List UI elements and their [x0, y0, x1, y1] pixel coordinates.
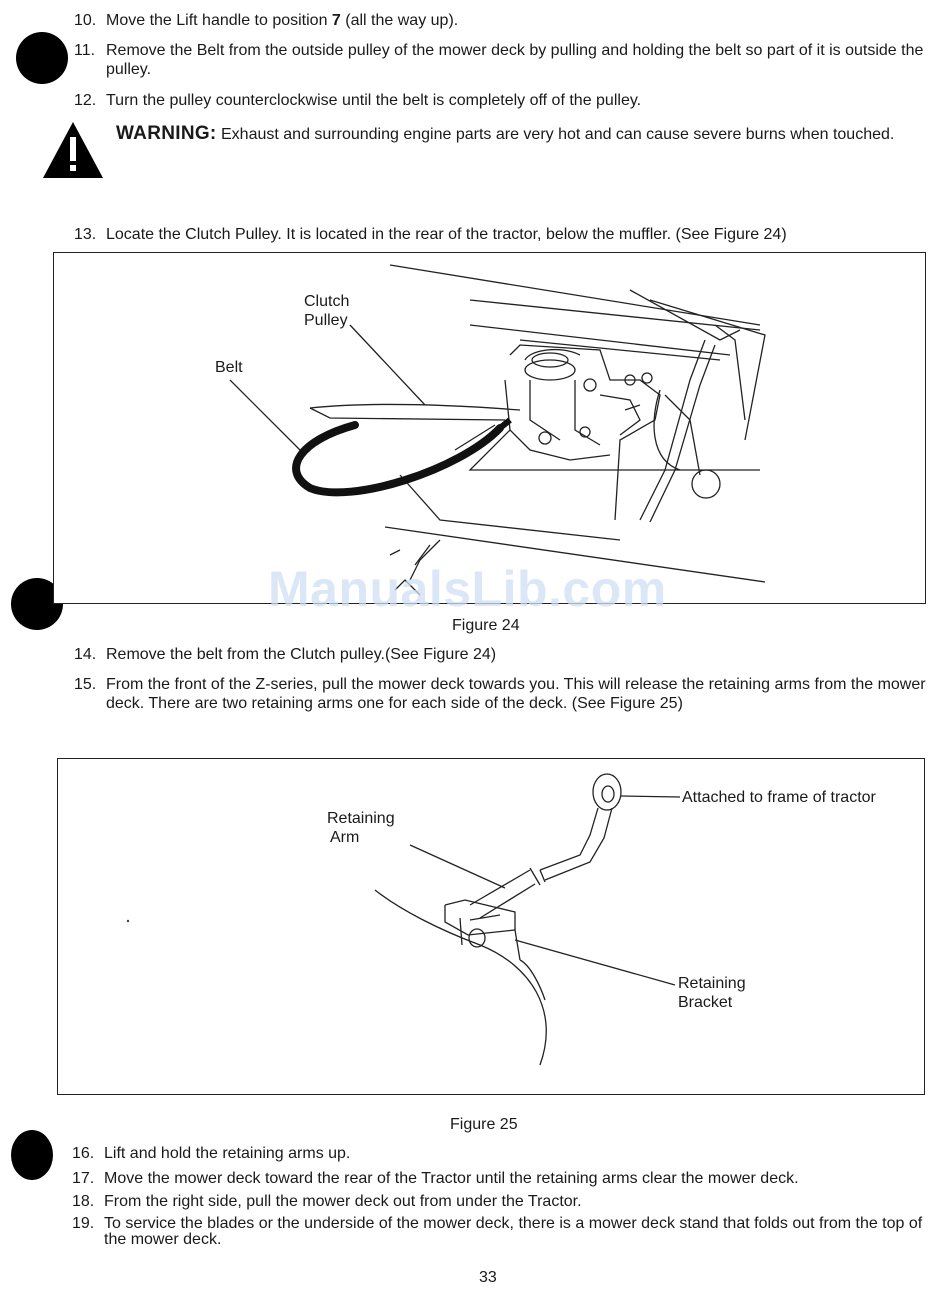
label-text: Arm	[330, 829, 360, 846]
warning-text: Exhaust and surrounding engine parts are…	[216, 126, 895, 143]
label-text: Retaining	[678, 975, 746, 992]
step-text: Remove the Belt from the outside pulley …	[106, 42, 924, 78]
step-number: 17.	[72, 1170, 95, 1187]
label-text: Pulley	[304, 312, 348, 329]
step-text: Move the mower deck toward the rear of t…	[104, 1170, 799, 1187]
step-number: 10.	[74, 12, 97, 29]
step-12: 12. Turn the pulley counterclockwise unt…	[74, 91, 940, 110]
figure-25-frame	[57, 758, 925, 1095]
label-clutch-pulley: Clutch Pulley	[304, 292, 349, 330]
step-14: 14. Remove the belt from the Clutch pull…	[74, 645, 940, 664]
step-text: From the right side, pull the mower deck…	[104, 1193, 582, 1210]
step-text: (all the way up).	[340, 12, 459, 29]
label-retaining-bracket: Retaining Bracket	[678, 974, 746, 1012]
step-16: 16. Lift and hold the retaining arms up.	[72, 1144, 938, 1163]
step-text: Remove the belt from the Clutch pulley.(…	[106, 646, 497, 663]
step-text: To service the blades or the underside o…	[104, 1215, 923, 1248]
bullet-dot-icon	[11, 1130, 53, 1180]
step-number: 14.	[74, 646, 97, 663]
page-number: 33	[479, 1269, 497, 1286]
figure-25-caption: Figure 25	[450, 1116, 518, 1133]
warning-title: WARNING:	[116, 123, 217, 144]
bullet-dot-icon	[16, 32, 68, 84]
step-number: 18.	[72, 1193, 95, 1210]
step-13: 13. Locate the Clutch Pulley. It is loca…	[74, 225, 940, 244]
step-11: 11. Remove the Belt from the outside pul…	[74, 41, 940, 79]
label-text: Retaining	[327, 810, 395, 827]
label-belt: Belt	[215, 359, 243, 376]
figure-24-caption: Figure 24	[452, 617, 520, 634]
step-number: 16.	[72, 1145, 95, 1162]
warning-block: WARNING: Exhaust and surrounding engine …	[116, 123, 940, 145]
step-text: From the front of the Z-series, pull the…	[106, 676, 926, 712]
step-text: Turn the pulley counterclockwise until t…	[106, 92, 642, 109]
label-text: Clutch	[304, 293, 350, 310]
watermark: ManualsLib.com	[268, 561, 667, 617]
step-number: 12.	[74, 92, 97, 109]
label-retaining-arm: Retaining Arm	[327, 809, 395, 847]
step-18: 18. From the right side, pull the mower …	[72, 1192, 938, 1211]
step-10: 10. Move the Lift handle to position 7 (…	[74, 11, 940, 30]
label-attached-frame: Attached to frame of tractor	[682, 789, 876, 806]
step-number: 15.	[74, 676, 97, 693]
step-number: 19.	[72, 1215, 95, 1232]
step-17: 17. Move the mower deck toward the rear …	[72, 1169, 938, 1188]
warning-triangle-icon	[43, 122, 103, 178]
step-text-bold: 7	[331, 12, 341, 29]
step-number: 11.	[74, 42, 96, 59]
step-text: Move the Lift handle to position	[106, 12, 332, 29]
label-text: Bracket	[678, 994, 733, 1011]
step-19: 19. To service the blades or the undersi…	[72, 1216, 938, 1248]
step-number: 13.	[74, 226, 97, 243]
step-15: 15. From the front of the Z-series, pull…	[74, 675, 940, 713]
step-text: Lift and hold the retaining arms up.	[104, 1145, 351, 1162]
step-text: Locate the Clutch Pulley. It is located …	[106, 226, 787, 243]
